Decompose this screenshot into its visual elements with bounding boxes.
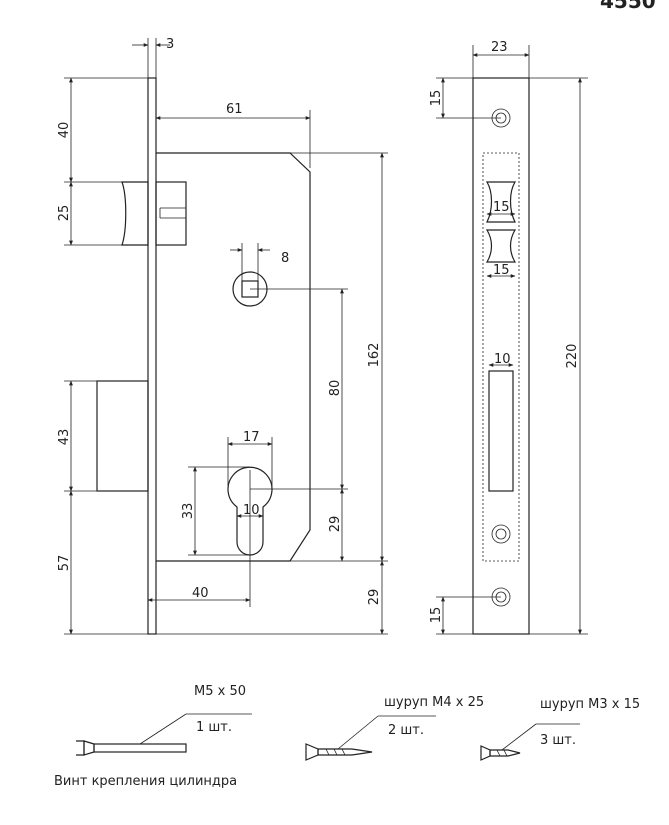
dim-cylinder-height: 33	[181, 503, 196, 520]
dim-strike-bottom-hole: 15	[429, 607, 444, 624]
dim-lower-offset: 57	[57, 555, 72, 572]
dim-to-latch: 40	[57, 122, 72, 139]
lock-dimensions: 3 61 40 25 43 57 8 80 162	[57, 37, 388, 635]
cylinder-screw	[76, 713, 252, 756]
latch-window	[485, 181, 517, 223]
dim-strike-height: 220	[565, 344, 580, 369]
lock-case	[156, 152, 311, 562]
dim-backset: 61	[226, 102, 243, 117]
strike-dimensions: 23 15 15 15 10 220 15	[429, 40, 588, 635]
dim-latch-height: 25	[57, 205, 72, 222]
dim-strike-latch-window: 15	[493, 200, 510, 215]
strike-plate	[472, 77, 530, 635]
strike-plate-view	[472, 77, 530, 635]
hardware-m4-qty: 2 шт.	[388, 723, 424, 738]
model-number: 4550	[600, 0, 656, 13]
dim-cylinder-backset: 40	[192, 586, 209, 601]
dim-center-distance: 80	[328, 380, 343, 397]
hardware-m3-spec: шуруп M3 x 15	[540, 697, 640, 712]
dim-cylinder-width: 17	[243, 430, 260, 445]
latch-bolt	[121, 181, 187, 246]
dim-strike-bolt-window: 10	[494, 352, 511, 367]
latch-window-lower	[485, 229, 517, 263]
faceplate	[147, 77, 157, 635]
dim-faceplate-thickness: 3	[166, 37, 174, 52]
dim-strike-latch-window-2: 15	[493, 263, 510, 278]
strike-hole-middle	[491, 524, 511, 544]
hardware-cylinder-screw-spec: M5 x 50	[194, 684, 246, 699]
dim-case-height: 162	[367, 343, 382, 368]
wood-screw-m3	[480, 723, 580, 761]
dim-cylinder-to-bottom: 29	[328, 516, 343, 533]
hardware-section: M5 x 50 1 шт. Винт крепления цилиндра шу…	[54, 684, 640, 789]
hardware-m3-qty: 3 шт.	[540, 733, 576, 748]
dim-bolt-height: 43	[57, 429, 72, 446]
dim-strike-top-hole: 15	[429, 90, 444, 107]
strike-recess	[482, 152, 520, 562]
lock-body-view	[96, 77, 311, 635]
dim-below-case: 29	[367, 589, 382, 606]
hardware-cylinder-screw-caption: Винт крепления цилиндра	[54, 774, 237, 789]
dim-spindle-square: 8	[281, 251, 289, 266]
bolt-window	[488, 370, 514, 492]
dim-cylinder-slot: 10	[243, 503, 260, 518]
wood-screw-m4	[305, 715, 436, 761]
hardware-m4-spec: шуруп M4 x 25	[384, 695, 484, 710]
dead-bolt	[96, 380, 149, 492]
dim-strike-width: 23	[491, 40, 508, 55]
hardware-cylinder-screw-qty: 1 шт.	[196, 720, 232, 735]
